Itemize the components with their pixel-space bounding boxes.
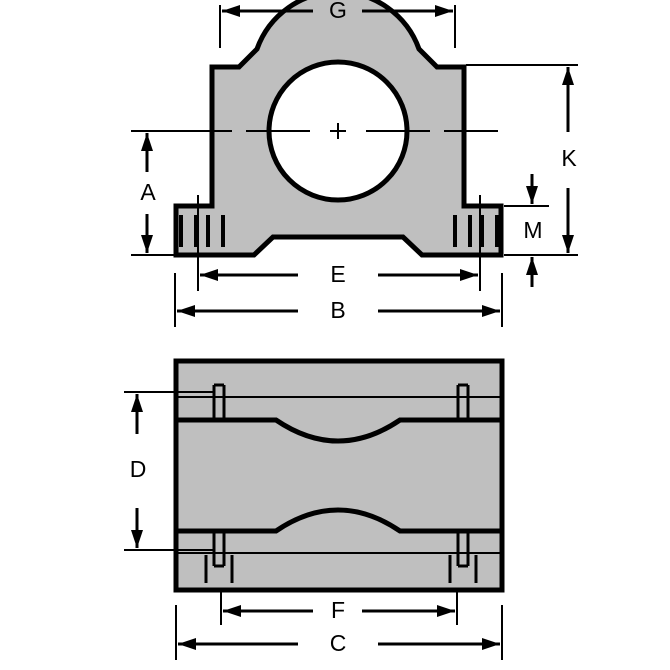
dimension-label-F: F xyxy=(331,597,345,623)
plan-view: D F C xyxy=(124,358,505,660)
plan-slot-upper-left xyxy=(212,383,226,419)
dimension-G: G xyxy=(219,0,456,48)
dimension-F: F xyxy=(220,588,458,625)
dimension-label-D: D xyxy=(130,456,147,482)
plan-upper-boss-edge xyxy=(178,417,500,444)
dimension-B: B xyxy=(174,273,503,327)
center-mark xyxy=(330,123,346,139)
plan-outer-body xyxy=(173,358,505,593)
dimension-label-K: K xyxy=(561,145,577,171)
dimension-label-A: A xyxy=(140,179,156,205)
plan-slot-upper-right xyxy=(456,383,470,419)
front-elevation-view: G A K xyxy=(131,0,578,327)
mounting-slot-right xyxy=(453,215,499,247)
dimension-label-M: M xyxy=(523,217,542,243)
dimension-C: C xyxy=(175,605,503,660)
dimension-label-B: B xyxy=(330,297,345,323)
dimension-label-G: G xyxy=(329,0,347,23)
plan-lower-boss-edge xyxy=(178,507,500,534)
mounting-slot-left xyxy=(179,215,225,247)
dimension-label-E: E xyxy=(330,261,345,287)
dimension-E: E xyxy=(197,195,481,291)
plan-slot-lower-right xyxy=(448,532,478,583)
dimension-M: M xyxy=(504,174,549,287)
dimension-label-C: C xyxy=(330,630,347,656)
dimension-D: D xyxy=(130,394,147,548)
dimension-A: A xyxy=(131,130,180,256)
